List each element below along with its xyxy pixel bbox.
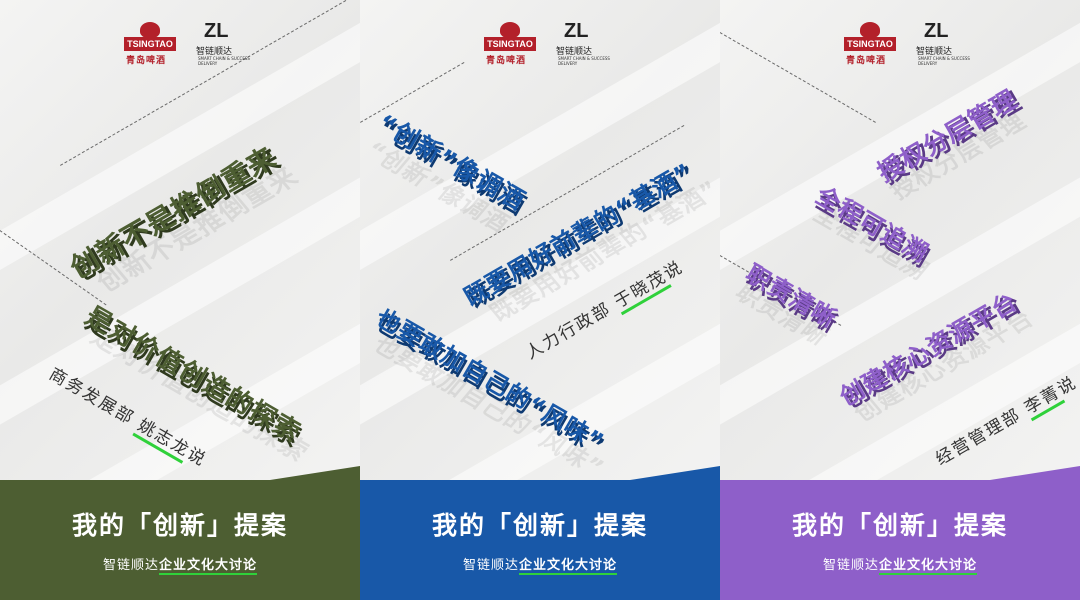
footer-title: 我的「创新」提案 [791,511,1008,540]
zl-logo: ZL 智链顺达 SMART CHAIN & SUCCESS DELIVERY [916,20,986,68]
poster-footer: 我的「创新」提案 智链顺达企业文化大讨论 [360,466,720,600]
footer-subtitle: 智链顺达企业文化大讨论 [102,558,258,573]
zl-mark: ZL [204,20,229,42]
footer-title: 我的「创新」提案 [431,511,648,540]
zl-en-tagline: SMART CHAIN & SUCCESS DELIVERY [558,56,610,66]
tsingtao-emblem-icon [860,22,880,38]
tsingtao-emblem-icon [500,22,520,38]
zl-mark: ZL [924,20,949,42]
zl-logo: ZL 智链顺达 SMART CHAIN & SUCCESS DELIVERY [556,20,626,68]
zl-cn-name: 智链顺达 [556,47,593,57]
poster-operations-management: TSINGTAO 青岛啤酒 ZL 智链顺达 SMART CHAIN & SUCC… [720,0,1080,600]
logo-group: TSINGTAO 青岛啤酒 ZL 智链顺达 SMART CHAIN & SUCC… [482,20,622,68]
logo-group: TSINGTAO 青岛啤酒 ZL 智链顺达 SMART CHAIN & SUCC… [842,20,982,68]
tsingtao-cn-name: 青岛啤酒 [126,56,167,66]
zl-cn-name: 智链顺达 [916,47,953,57]
zl-logo: ZL 智链顺达 SMART CHAIN & SUCCESS DELIVERY [196,20,266,68]
footer-title: 我的「创新」提案 [71,511,288,540]
poster-footer: 我的「创新」提案 智链顺达企业文化大讨论 [720,466,1080,600]
zl-en-tagline: SMART CHAIN & SUCCESS DELIVERY [198,56,250,66]
tsingtao-wordmark: TSINGTAO [484,37,536,51]
tsingtao-logo: TSINGTAO 青岛啤酒 [482,20,538,68]
tsingtao-cn-name: 青岛啤酒 [486,56,527,66]
zl-en-tagline: SMART CHAIN & SUCCESS DELIVERY [918,56,970,66]
tsingtao-cn-name: 青岛啤酒 [846,56,887,66]
footer-subtitle: 智链顺达企业文化大讨论 [462,558,618,573]
poster-business-development: TSINGTAO 青岛啤酒 ZL 智链顺达 SMART CHAIN & SUCC… [0,0,360,600]
logo-group: TSINGTAO 青岛啤酒 ZL 智链顺达 SMART CHAIN & SUCC… [122,20,262,68]
tsingtao-wordmark: TSINGTAO [844,37,896,51]
footer-subtitle: 智链顺达企业文化大讨论 [822,558,978,573]
poster-hr-admin: TSINGTAO 青岛啤酒 ZL 智链顺达 SMART CHAIN & SUCC… [360,0,720,600]
tsingtao-wordmark: TSINGTAO [124,37,176,51]
tsingtao-emblem-icon [140,22,160,38]
zl-cn-name: 智链顺达 [196,47,233,57]
tsingtao-logo: TSINGTAO 青岛啤酒 [122,20,178,68]
zl-mark: ZL [564,20,589,42]
tsingtao-logo: TSINGTAO 青岛啤酒 [842,20,898,68]
poster-footer: 我的「创新」提案 智链顺达企业文化大讨论 [0,466,360,600]
